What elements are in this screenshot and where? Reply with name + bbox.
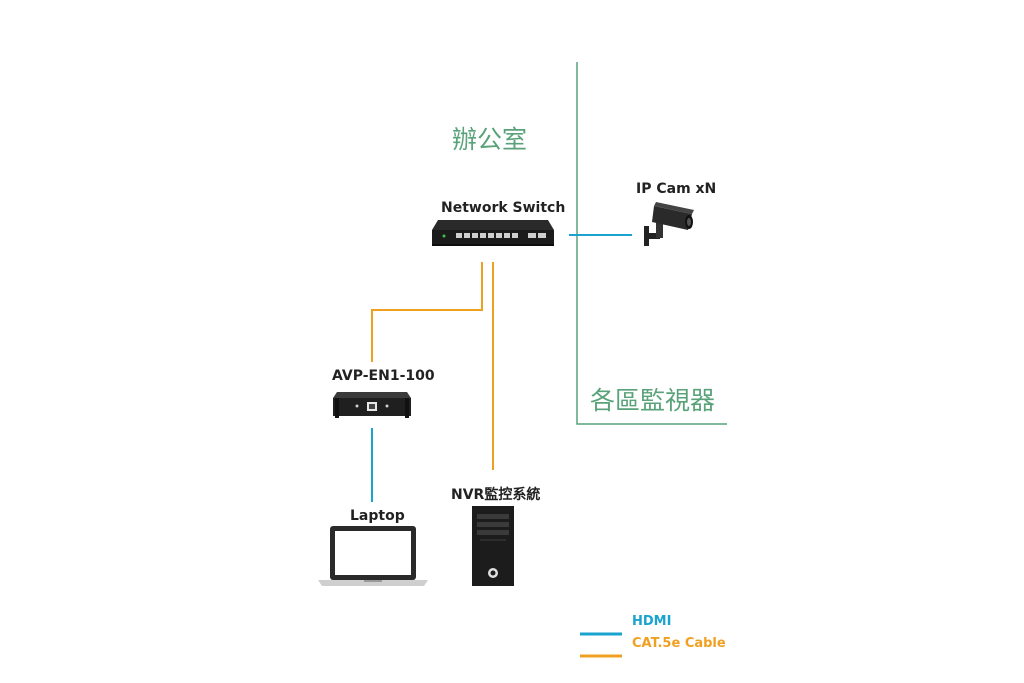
extender-device-icon xyxy=(333,392,411,418)
extender-label: AVP-EN1-100 xyxy=(332,368,435,384)
ip-camera-icon xyxy=(638,200,698,248)
laptop-label: Laptop xyxy=(350,508,405,524)
zone-field-label: 各區監視器 xyxy=(590,386,716,415)
nvr-tower-icon xyxy=(472,506,514,586)
camera-label: IP Cam xN xyxy=(636,181,717,197)
nvr-label: NVR監控系統 xyxy=(451,487,541,503)
switch-extender-cable xyxy=(371,262,483,362)
legend-cat5e-label: CAT.5e Cable xyxy=(632,636,726,651)
laptop-icon xyxy=(318,526,428,586)
zone-boundary xyxy=(576,62,727,425)
legend-hdmi-label: HDMI xyxy=(632,614,672,629)
legend-hdmi-line xyxy=(580,621,622,636)
zone-office-label: 辦公室 xyxy=(452,125,528,154)
switch-label: Network Switch xyxy=(441,200,566,216)
legend-cat5e-line xyxy=(580,643,622,658)
network-switch-icon xyxy=(432,220,554,246)
